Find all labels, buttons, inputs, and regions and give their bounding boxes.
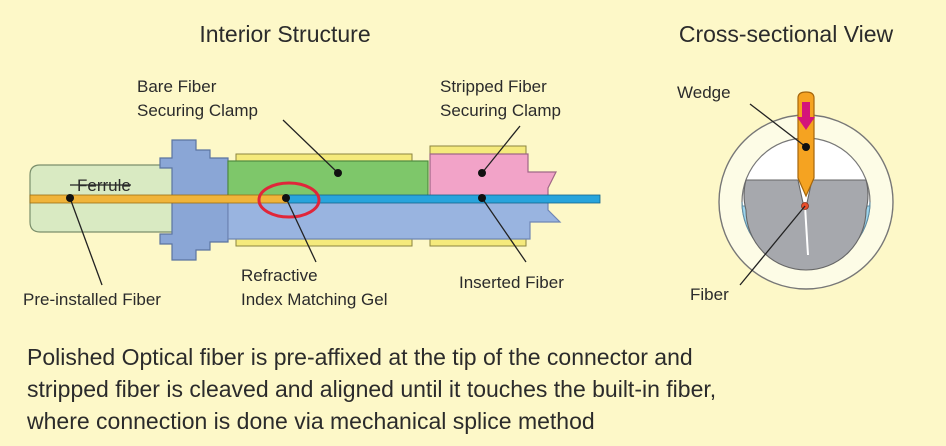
caption: Polished Optical fiber is pre-affixed at… xyxy=(27,341,932,437)
wedge-label: Wedge xyxy=(677,83,731,102)
cross-section-title: Cross-sectional View xyxy=(679,21,894,47)
stripped-clamp-top-rail xyxy=(429,145,527,155)
gel-marker xyxy=(282,194,290,202)
bare-clamp-label-line2: Securing Clamp xyxy=(137,101,258,120)
caption-line-1: Polished Optical fiber is pre-affixed at… xyxy=(27,344,693,370)
inserted-fiber xyxy=(287,194,601,204)
caption-line-3: where connection is done via mechanical … xyxy=(27,408,595,434)
inserted-fiber-label: Inserted Fiber xyxy=(459,273,564,292)
gel-label-line1: Refractive xyxy=(241,266,318,285)
connector-body xyxy=(227,199,562,240)
preinstalled-fiber-label: Pre-installed Fiber xyxy=(23,290,161,309)
interior-leaders xyxy=(66,119,527,286)
bare-clamp-label-line1: Bare Fiber xyxy=(137,77,217,96)
interior-structure-title: Interior Structure xyxy=(199,21,370,47)
wedge-marker xyxy=(802,143,810,151)
bare-clamp-bottom-rail xyxy=(235,238,413,247)
stripped-clamp-marker xyxy=(478,169,486,177)
cross-section-drawing xyxy=(718,91,894,290)
cross-section-leaders xyxy=(739,103,810,286)
gel-ring xyxy=(257,181,321,219)
gel-label-line2: Index Matching Gel xyxy=(241,290,387,309)
interior-structure-drawing xyxy=(29,139,601,261)
ferrule-label: Ferrule xyxy=(77,176,131,195)
stripped-clamp-label-line1: Stripped Fiber xyxy=(440,77,547,96)
caption-line-2: stripped fiber is cleaved and aligned un… xyxy=(27,376,717,402)
stripped-fiber-clamp xyxy=(429,153,557,201)
stripped-clamp-label-line2: Securing Clamp xyxy=(440,101,561,120)
wedge-arrow-shaft xyxy=(802,102,810,118)
fiber-label: Fiber xyxy=(690,285,729,304)
wedge-arrow-head xyxy=(797,117,815,130)
inserted-fiber-marker xyxy=(478,194,486,202)
bare-clamp-marker xyxy=(334,169,342,177)
v-groove-slit xyxy=(804,205,809,256)
preinstalled-fiber-marker xyxy=(66,194,74,202)
